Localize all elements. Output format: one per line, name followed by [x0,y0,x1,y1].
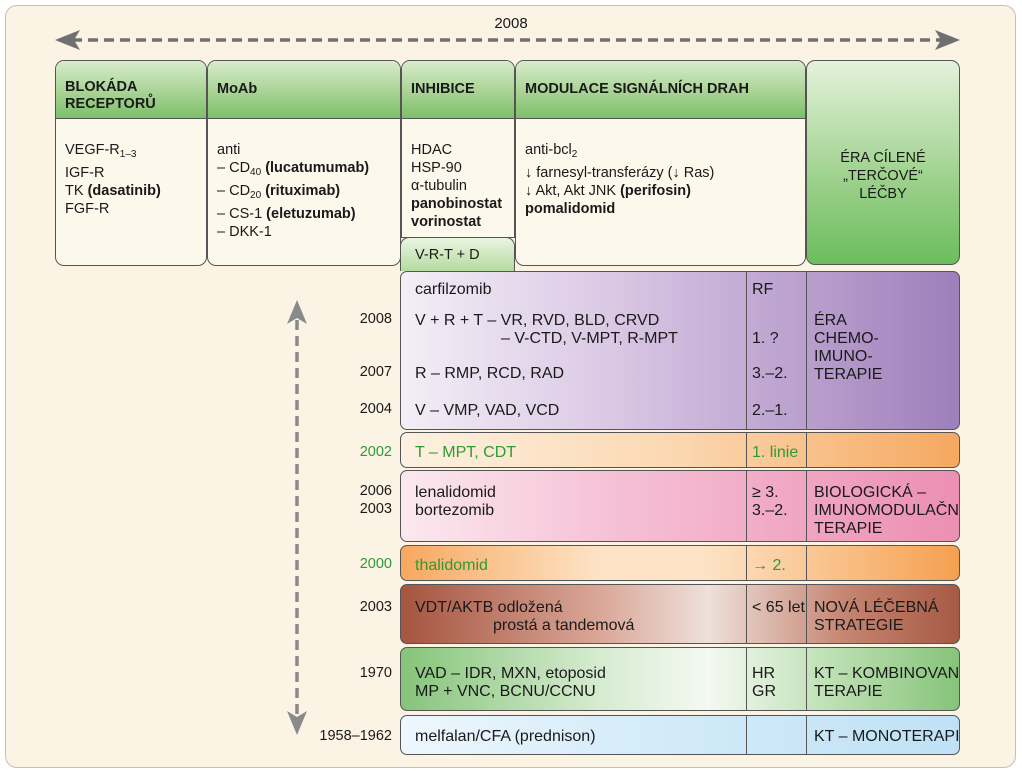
line-vdt: < 65 let [752,599,805,616]
item: – CD40 (lucatumumab) [217,160,370,178]
year-2006: 2006 [359,483,392,499]
header-signal-modulation: MODULACE SIGNÁLNÍCH DRAH anti-bcl2 ↓ far… [515,60,806,266]
drug-lenalidomid: lenalidomid [415,484,496,501]
top-double-arrow [55,30,960,50]
item: ↓ farnesyl-transferázy (↓ Ras) [525,165,715,181]
drug-bortezomib: bortezomib [415,502,495,519]
line-vrt: 1. ? [752,330,779,347]
era-targeted-box: ÉRA CÍLENÉ„TERČOVÉ“LÉČBY [806,60,960,265]
line-rf: RF [752,281,774,298]
item: VEGF-R1–3 [65,142,137,160]
drug-vrt-b: – V-CTD, V-MPT, R-MPT [501,330,678,347]
header-inhibition: INHIBICE HDAC HSP-90 α-tubulin panobinos… [401,60,515,238]
drug-v: V – VMP, VAD, VCD [415,402,560,419]
item: panobinostat [411,196,503,212]
drug-vdt: VDT/AKTB odložená [415,599,563,616]
header-items: HDAC HSP-90 α-tubulin panobinostat vorin… [411,141,508,231]
row-transplant: VDT/AKTB odložená prostá a tandemová < 6… [400,584,960,644]
item: HDAC [411,142,453,158]
header-receptor-blockade: BLOKÁDA RECEPTORŮ VEGF-R1–3 IGF-R TK (da… [55,60,207,266]
drug-vad: VAD – IDR, MXN, etoposid [415,665,606,682]
item: – CS-1 (eletuzumab) [217,206,356,222]
line-thal: → 2. [752,557,786,574]
row-monotherapy: melfalan/CFA (prednison) KT – MONOTERAPI… [400,715,960,755]
drug-carfilzomib: carfilzomib [415,281,492,298]
year-1958-1962: 1958–1962 [319,728,392,744]
row-biological: lenalidomid bortezomib ≥ 3. 3.–2. BIOLOG… [400,470,960,542]
drug-r: R – RMP, RCD, RAD [415,365,565,382]
item: ↓ Akt, Akt JNK (perifosin) [525,183,691,199]
row-combined-chemo: VAD – IDR, MXN, etoposid MP + VNC, BCNU/… [400,647,960,711]
header-items: anti-bcl2 ↓ farnesyl-transferázy (↓ Ras)… [525,141,799,218]
header-title: BLOKÁDA RECEPTORŮ [56,61,206,119]
header-items: VEGF-R1–3 IGF-R TK (dasatinib) FGF-R [65,141,200,218]
line-len: ≥ 3. [752,484,779,501]
year-2000: 2000 [359,556,392,572]
item: pomalidomid [525,201,616,217]
year-2008: 2008 [359,311,392,327]
drug-vrt: V + R + T – VR, RVD, BLD, CRVD [415,312,660,329]
vrtd-tab: V-R-T + D [400,237,515,271]
year-2003: 2003 [359,501,392,517]
row-thalidomide-combos: T – MPT, CDT 1. linie [400,432,960,468]
vertical-double-arrow [287,300,307,735]
line-r: 3.–2. [752,365,788,382]
item: – DKK-1 [217,224,272,240]
item: IGF-R [65,165,105,181]
chemo-immuno-block: carfilzomib RF V + R + T – VR, RVD, BLD,… [400,271,960,430]
item: anti [217,142,241,158]
header-title: MODULACE SIGNÁLNÍCH DRAH [516,61,805,119]
header-title: INHIBICE [402,61,514,119]
item: α-tubulin [411,178,467,194]
row-thalidomide: thalidomid → 2. [400,545,960,581]
year-2004: 2004 [359,401,392,417]
drug-t: T – MPT, CDT [415,444,517,461]
header-title: MoAb [208,61,400,119]
line-v: 2.–1. [752,402,788,419]
item: – CD20 (rituximab) [217,183,341,201]
header-moab: MoAb anti – CD40 (lucatumumab) – CD20 (r… [207,60,401,266]
era-monotherapy-label: KT – MONOTERAPIE [814,728,960,745]
drug-vdt-b: prostá a tandemová [493,617,635,634]
item: anti-bcl2 [525,142,578,160]
year-1970: 1970 [359,665,392,681]
drug-mp: MP + VNC, BCNU/CCNU [415,683,596,700]
item: FGF-R [65,201,110,217]
year-2007: 2007 [359,364,392,380]
header-items: anti – CD40 (lucatumumab) – CD20 (rituxi… [217,141,394,241]
year-2002: 2002 [359,444,392,460]
drug-thalidomid: thalidomid [415,557,488,574]
item: vorinostat [411,214,482,230]
year-2003b: 2003 [359,599,392,615]
line-gr: GR [752,683,776,700]
line-bort: 3.–2. [752,502,788,519]
line-hr: HR [752,665,776,682]
top-year-label: 2008 [494,15,528,32]
drug-melfalan: melfalan/CFA (prednison) [415,728,596,745]
item: HSP-90 [411,160,462,176]
era-targeted-label: ÉRA CÍLENÉ„TERČOVÉ“LÉČBY [840,150,926,202]
line-t: 1. linie [752,444,799,461]
item: TK (dasatinib) [65,183,161,199]
